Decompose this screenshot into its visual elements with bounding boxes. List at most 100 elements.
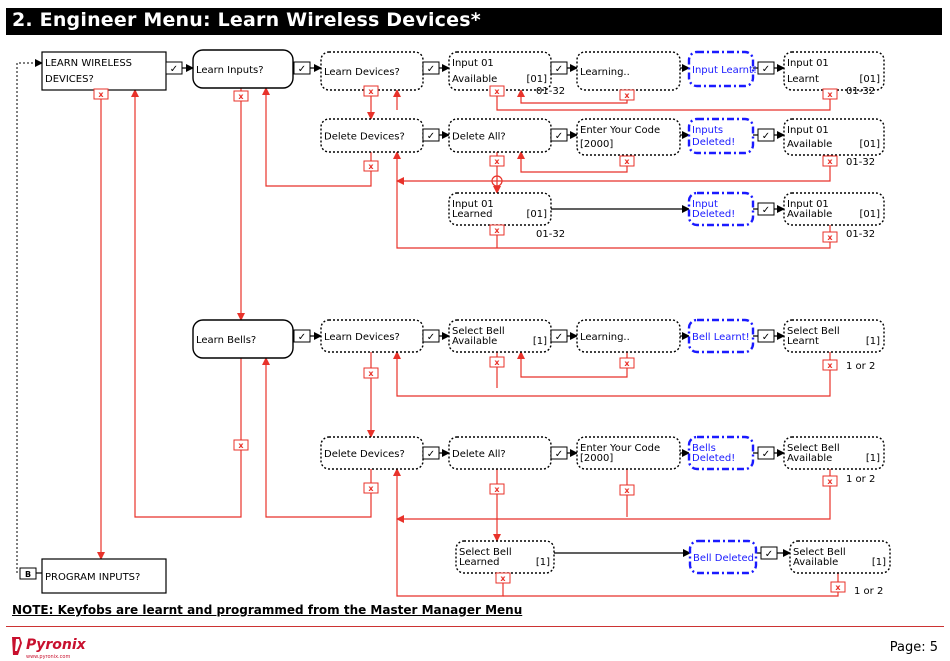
menu-box-delete-all-in [448, 118, 552, 153]
menu-box-learning-b [576, 319, 681, 353]
ok-key-icon [422, 128, 440, 142]
menu-box-enter-code-b [576, 436, 681, 470]
cancel-key-glyph: x [494, 358, 500, 367]
menu-box-input01-avail3 [783, 192, 885, 226]
menu-box-text: [1] [533, 336, 547, 347]
menu-box-text: Learning.. [580, 67, 630, 78]
menu-box-text: Learn Devices? [324, 332, 400, 343]
cancel-key-glyph: x [494, 157, 500, 166]
range-label: 01-32 [536, 229, 565, 240]
menu-box-inputs-deleted [687, 117, 755, 155]
menu-box-text: Delete Devices? [324, 449, 405, 460]
cancel-key-glyph: x [238, 92, 244, 101]
menu-box-text: Bell Deleted [693, 553, 754, 564]
menu-box-text: Select Bell [793, 547, 846, 558]
ok-key-glyph: ✓ [762, 64, 770, 75]
cancel-key-icon [489, 483, 505, 495]
menu-box-text: Learnt [787, 336, 819, 347]
menu-box-delete-all-b [448, 436, 552, 470]
ok-key-icon [757, 61, 775, 75]
ok-key-icon [757, 202, 775, 216]
menu-box-text: Select Bell [787, 326, 840, 337]
menu-box-text: [2000] [580, 453, 613, 464]
menu-box-text: [1] [866, 453, 880, 464]
menu-box-select-bell-learned [455, 540, 555, 574]
ok-key-icon [165, 61, 183, 75]
menu-box-input-learnt [687, 50, 755, 88]
cancel-key-icon [489, 155, 505, 167]
menu-box-text: Learned [452, 209, 492, 220]
menu-box-text: Available [452, 74, 497, 85]
cancel-key-glyph: x [827, 233, 833, 242]
ok-key-icon [550, 329, 568, 343]
ok-key-glyph: ✓ [427, 64, 435, 75]
cancel-key-icon [822, 475, 838, 487]
ok-key-glyph: ✓ [427, 332, 435, 343]
menu-box-text: Learn Inputs? [196, 65, 264, 76]
range-label: 01-32 [846, 86, 875, 97]
page-number: Page: 5 [889, 640, 938, 655]
cancel-key-icon [489, 85, 505, 97]
cancel-key-icon [93, 88, 109, 100]
cancel-key-glyph: x [827, 361, 833, 370]
menu-box-enter-code-in [576, 118, 681, 156]
menu-box-text: DEVICES? [45, 74, 94, 85]
cancel-key-icon [619, 357, 635, 369]
menu-box-text: [1] [866, 336, 880, 347]
cancel-key-glyph: x [827, 90, 833, 99]
cancel-key-glyph: x [368, 162, 374, 171]
footer-divider [6, 626, 944, 627]
menu-box-input-deleted [687, 191, 755, 227]
range-label: 1 or 2 [846, 361, 875, 372]
return-arrow [396, 155, 831, 185]
cancel-key-icon [363, 367, 379, 379]
menu-box-text: Delete All? [452, 449, 506, 460]
cancel-key-glyph: x [98, 90, 104, 99]
ok-key-icon [550, 61, 568, 75]
menu-box-delete-devices-in [320, 118, 424, 153]
ok-key-glyph: ✓ [555, 332, 563, 343]
cancel-key-icon [619, 89, 635, 101]
keyfob-note: NOTE: Keyfobs are learnt and programmed … [12, 603, 523, 617]
range-label: 01-32 [846, 229, 875, 240]
menu-box-text: Enter Your Code [580, 125, 660, 136]
cancel-key-glyph: x [624, 486, 630, 495]
cancel-key-icon [233, 90, 249, 102]
cancel-key-icon [363, 85, 379, 97]
cancel-key-glyph: x [500, 574, 506, 583]
page-header: 2. Engineer Menu: Learn Wireless Devices… [6, 8, 942, 35]
menu-box-text: Available [787, 139, 832, 150]
brand-name: Pyronix [26, 637, 87, 653]
menu-box-text: Input 01 [452, 58, 494, 69]
cancel-key-glyph: x [624, 91, 630, 100]
return-arrow [393, 468, 504, 597]
menu-box-text: [01] [526, 209, 547, 220]
menu-box-select-bell-avail [448, 319, 552, 353]
ok-key-icon [550, 446, 568, 460]
range-label: 1 or 2 [846, 474, 875, 485]
ok-key-glyph: ✓ [427, 449, 435, 460]
cancel-key-glyph: x [835, 583, 841, 592]
menu-box-learn-inputs [192, 49, 294, 89]
cancel-key-icon [822, 155, 838, 167]
menu-box-text: Learn Devices? [324, 67, 400, 78]
menu-box-text: Available [787, 453, 832, 464]
ok-key-glyph: ✓ [762, 332, 770, 343]
ok-key-glyph: ✓ [555, 449, 563, 460]
menu-box-text: [2000] [580, 139, 613, 150]
menu-box-text: LEARN WIRELESS [45, 58, 132, 69]
menu-box-text: Learn Bells? [196, 335, 256, 346]
back-loop-line [16, 59, 43, 573]
ok-key-icon [422, 446, 440, 460]
menu-box-text: Learnt [787, 74, 819, 85]
cancel-key-icon [619, 484, 635, 496]
menu-box-text: Learning.. [580, 332, 630, 343]
return-arrow [396, 469, 831, 523]
return-line [496, 90, 831, 111]
menu-box-text: Bells [692, 443, 716, 454]
menu-box-select-bell-avail2 [783, 436, 885, 470]
menu-box-text: Available [452, 336, 497, 347]
menu-box-text: [01] [859, 139, 880, 150]
return-arrow [393, 351, 831, 397]
menu-box-program-inputs [41, 558, 167, 594]
